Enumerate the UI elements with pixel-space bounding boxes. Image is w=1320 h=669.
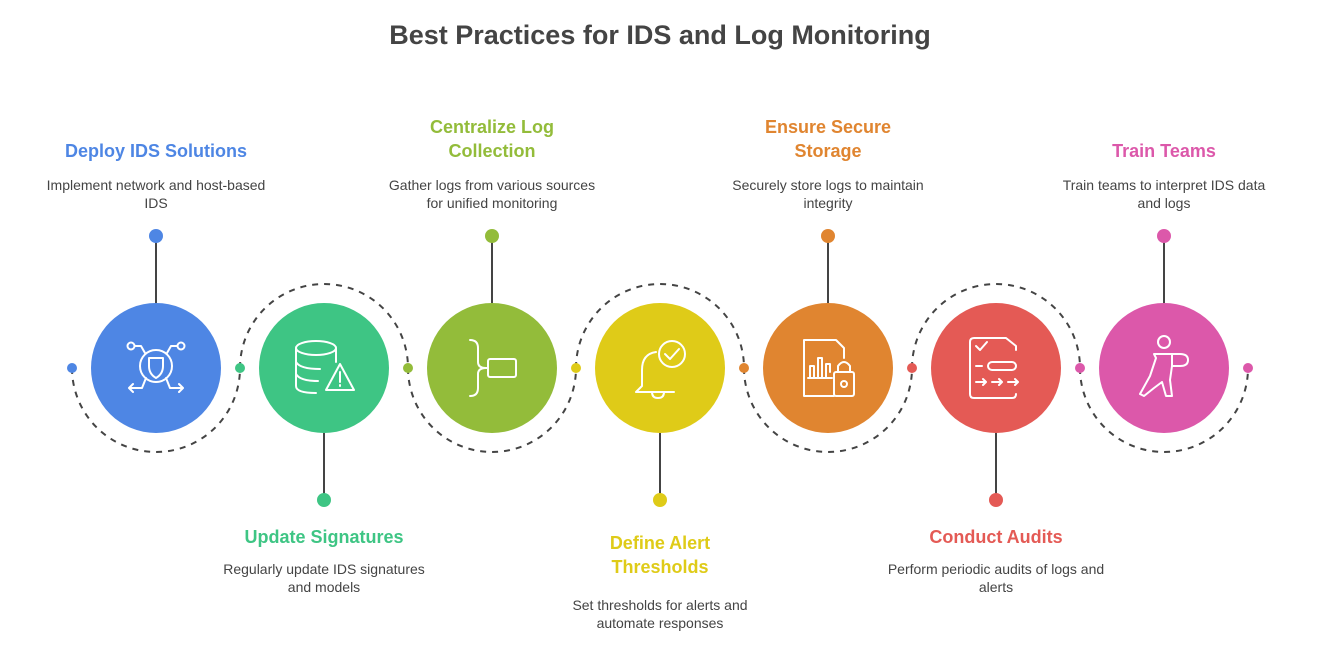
stem-dot [317,493,331,507]
step-description: Perform periodic audits of logs and aler… [887,561,1105,595]
stem-dot [149,229,163,243]
step-description: Set thresholds for alerts and automate r… [572,597,748,631]
step-description: Train teams to interpret IDS data and lo… [1062,177,1266,211]
database-warning-icon [295,340,355,394]
person-training-icon [1139,335,1189,397]
step-description: Securely store logs to maintain integrit… [732,177,924,211]
step-title: Define Alert Thresholds [609,533,711,577]
step-circle [595,303,725,433]
step-title: Centralize Log Collection [429,117,554,161]
network-shield-icon [126,341,186,393]
stem-dot [989,493,1003,507]
stem-dot [1157,229,1171,243]
dashed-connector [239,283,409,369]
dashed-connector [1079,367,1249,453]
connector-dot [907,363,917,373]
step-circle [931,303,1061,433]
dashed-connector [743,367,913,453]
step-circle [1099,303,1229,433]
dashed-connector [575,283,745,369]
step-title: Update Signatures [244,527,404,547]
stem-dot [485,229,499,243]
step-description: Gather logs from various sources for uni… [388,177,596,211]
step-description: Regularly update IDS signatures and mode… [223,561,425,595]
connector-dot [1075,363,1085,373]
connector-dot [571,363,581,373]
step-circle [259,303,389,433]
dashed-connector [911,283,1081,369]
step-title: Conduct Audits [929,527,1063,547]
step-circle [91,303,221,433]
bell-check-icon [635,340,686,399]
step-title: Deploy IDS Solutions [64,141,247,161]
connector-dot [1243,363,1253,373]
stem-dot [821,229,835,243]
page-title: Best Practices for IDS and Log Monitorin… [389,20,931,50]
connector-dot [739,363,749,373]
step-circle [427,303,557,433]
dashed-connector [407,367,577,453]
file-chart-lock-icon [803,339,855,397]
connector-dot [67,363,77,373]
audit-checklist-icon [969,337,1019,399]
dashed-connector [71,367,241,453]
connector-dot [403,363,413,373]
step-title: Ensure Secure Storage [764,117,892,161]
step-description: Implement network and host-based IDS [46,177,266,211]
step-title: Train Teams [1112,141,1216,161]
step-circle [763,303,893,433]
stem-dot [653,493,667,507]
connector-dot [235,363,245,373]
merge-bracket-icon [469,339,517,397]
